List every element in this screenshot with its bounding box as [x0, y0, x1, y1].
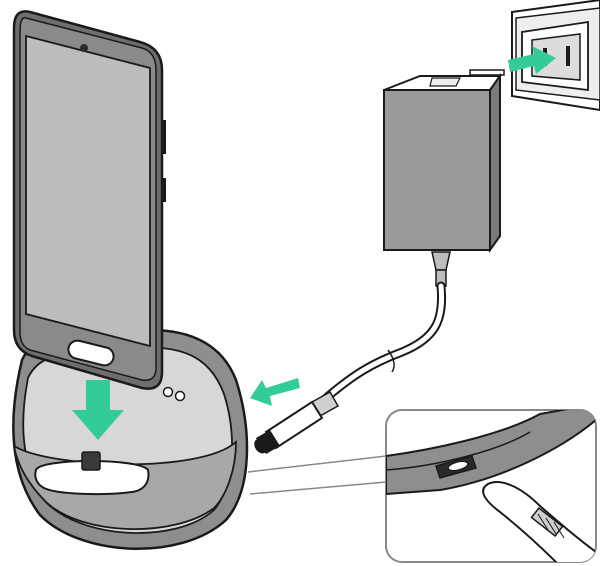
callout-lines: [247, 455, 387, 495]
plug-to-outlet-arrow-icon: [508, 46, 556, 74]
magnified-inset: [385, 409, 597, 563]
cable-to-dock-arrow-icon: [250, 378, 300, 406]
ac-adapter: [383, 69, 505, 287]
charging-dock: [12, 328, 249, 551]
smartphone: [12, 10, 166, 390]
usb-cable: [254, 281, 447, 454]
instruction-arrows: [72, 46, 556, 490]
phone-down-arrow-icon: [72, 380, 124, 440]
wall-outlet: [511, 0, 600, 112]
